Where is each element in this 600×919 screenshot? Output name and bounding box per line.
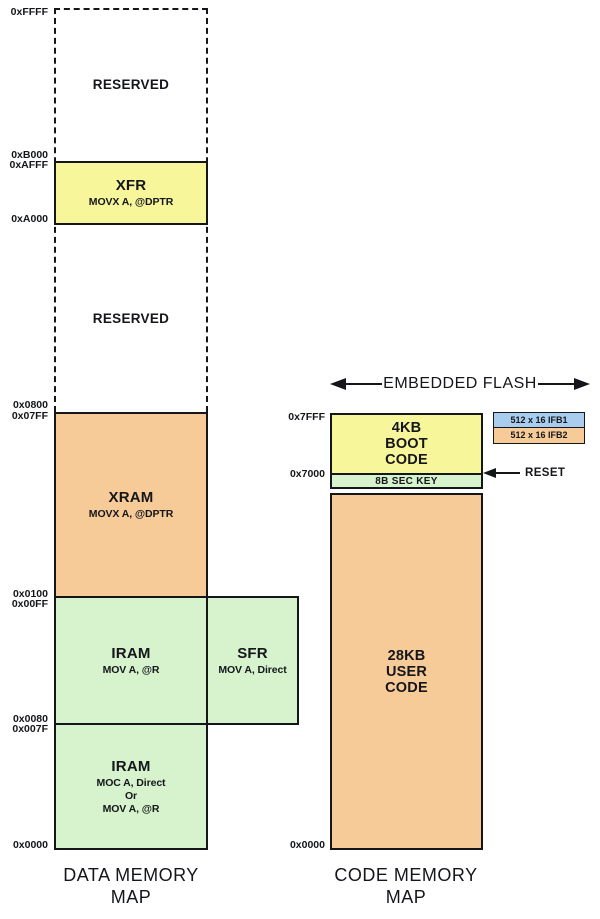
boot-line3: CODE (385, 452, 428, 468)
region-xram-sub: MOVX A, @DPTR (88, 508, 174, 520)
region-iram-upper-sub: MOV A, @R (102, 663, 160, 676)
user-line3: CODE (385, 679, 428, 696)
region-boot-code: 4KB BOOT CODE (330, 413, 483, 475)
legend-ifb1-label: 512 x 16 IFB1 (510, 415, 568, 425)
addr-0x7FFF: 0x7FFF (288, 411, 325, 423)
data-map-title: DATA MEMORY MAP (31, 864, 231, 908)
addr-0x0000-code: 0x0000 (289, 839, 325, 851)
region-iram-upper-label: IRAM (111, 644, 151, 662)
addr-0xB000: 0xB000 (11, 149, 48, 161)
region-xfr: XFR MOVX A, @DPTR (54, 161, 208, 225)
region-iram-lower-label: IRAM (111, 757, 151, 775)
user-line2: USER (385, 663, 428, 680)
region-reserved-mid-label: RESERVED (92, 311, 170, 326)
addr-0x0080: 0x0080 (12, 713, 48, 725)
region-iram-lower: IRAM MOC A, Direct Or MOV A, @R (54, 723, 208, 850)
code-map-title-line1: CODE MEMORY (334, 865, 478, 885)
data-map-title-line1: DATA MEMORY (63, 865, 199, 885)
embedded-flash-label: EMBEDDED FLASH (383, 375, 537, 392)
reset-arrow: RESET (483, 463, 565, 483)
boot-line2: BOOT (385, 436, 428, 452)
addr-0x07FF: 0x07FF (11, 410, 48, 422)
addr-0xAFFF: 0xAFFF (9, 159, 48, 171)
region-sfr: SFR MOV A, Direct (206, 596, 299, 725)
region-reserved-top: RESERVED (54, 8, 208, 161)
region-xram: XRAM MOVX A, @DPTR (54, 412, 208, 598)
region-user-code: 28KB USER CODE (330, 493, 483, 850)
region-xfr-label: XFR (115, 177, 147, 194)
region-xram-label: XRAM (108, 489, 154, 506)
addr-0xFFFF: 0xFFFF (10, 6, 48, 18)
region-sec-key: 8B SEC KEY (330, 473, 483, 489)
boot-line1: 4KB (391, 420, 422, 436)
region-iram-lower-sub2: Or (124, 789, 138, 802)
code-map-title: CODE MEMORY MAP (306, 864, 506, 908)
region-reserved-top-label: RESERVED (92, 77, 170, 92)
region-iram-lower-sub3: MOV A, @R (102, 802, 160, 815)
legend-ifb2-label: 512 x 16 IFB2 (510, 430, 568, 440)
arrow-left-icon (330, 378, 346, 390)
region-reserved-mid: RESERVED (54, 225, 208, 412)
region-sfr-label: SFR (237, 644, 268, 662)
addr-0xA000: 0xA000 (11, 213, 48, 225)
reset-label: RESET (525, 467, 566, 479)
region-iram-upper: IRAM MOV A, @R (54, 596, 208, 725)
sec-key-label: 8B SEC KEY (375, 475, 438, 487)
region-xfr-sub: MOVX A, @DPTR (88, 196, 174, 208)
reset-arrowhead-icon (483, 468, 496, 478)
addr-0x00FF: 0x00FF (11, 598, 48, 610)
region-iram-lower-sub1: MOC A, Direct (96, 776, 166, 789)
code-map-title-line2: MAP (385, 887, 427, 907)
region-sfr-sub: MOV A, Direct (218, 663, 287, 676)
embedded-flash-header: EMBEDDED FLASH (330, 372, 591, 396)
legend-ifb2: 512 x 16 IFB2 (493, 426, 585, 444)
addr-0x0100: 0x0100 (12, 588, 48, 600)
data-map-title-line2: MAP (110, 887, 152, 907)
arrow-line-left (346, 383, 383, 385)
arrow-line-right (537, 383, 575, 385)
addr-0x007F: 0x007F (12, 723, 48, 735)
addr-0x0800: 0x0800 (12, 399, 48, 411)
reset-arrow-line (496, 472, 520, 474)
addr-0x0000-data: 0x0000 (12, 839, 48, 851)
user-line1: 28KB (387, 647, 426, 664)
addr-0x7000: 0x7000 (289, 468, 325, 480)
arrow-right-icon (574, 378, 591, 390)
